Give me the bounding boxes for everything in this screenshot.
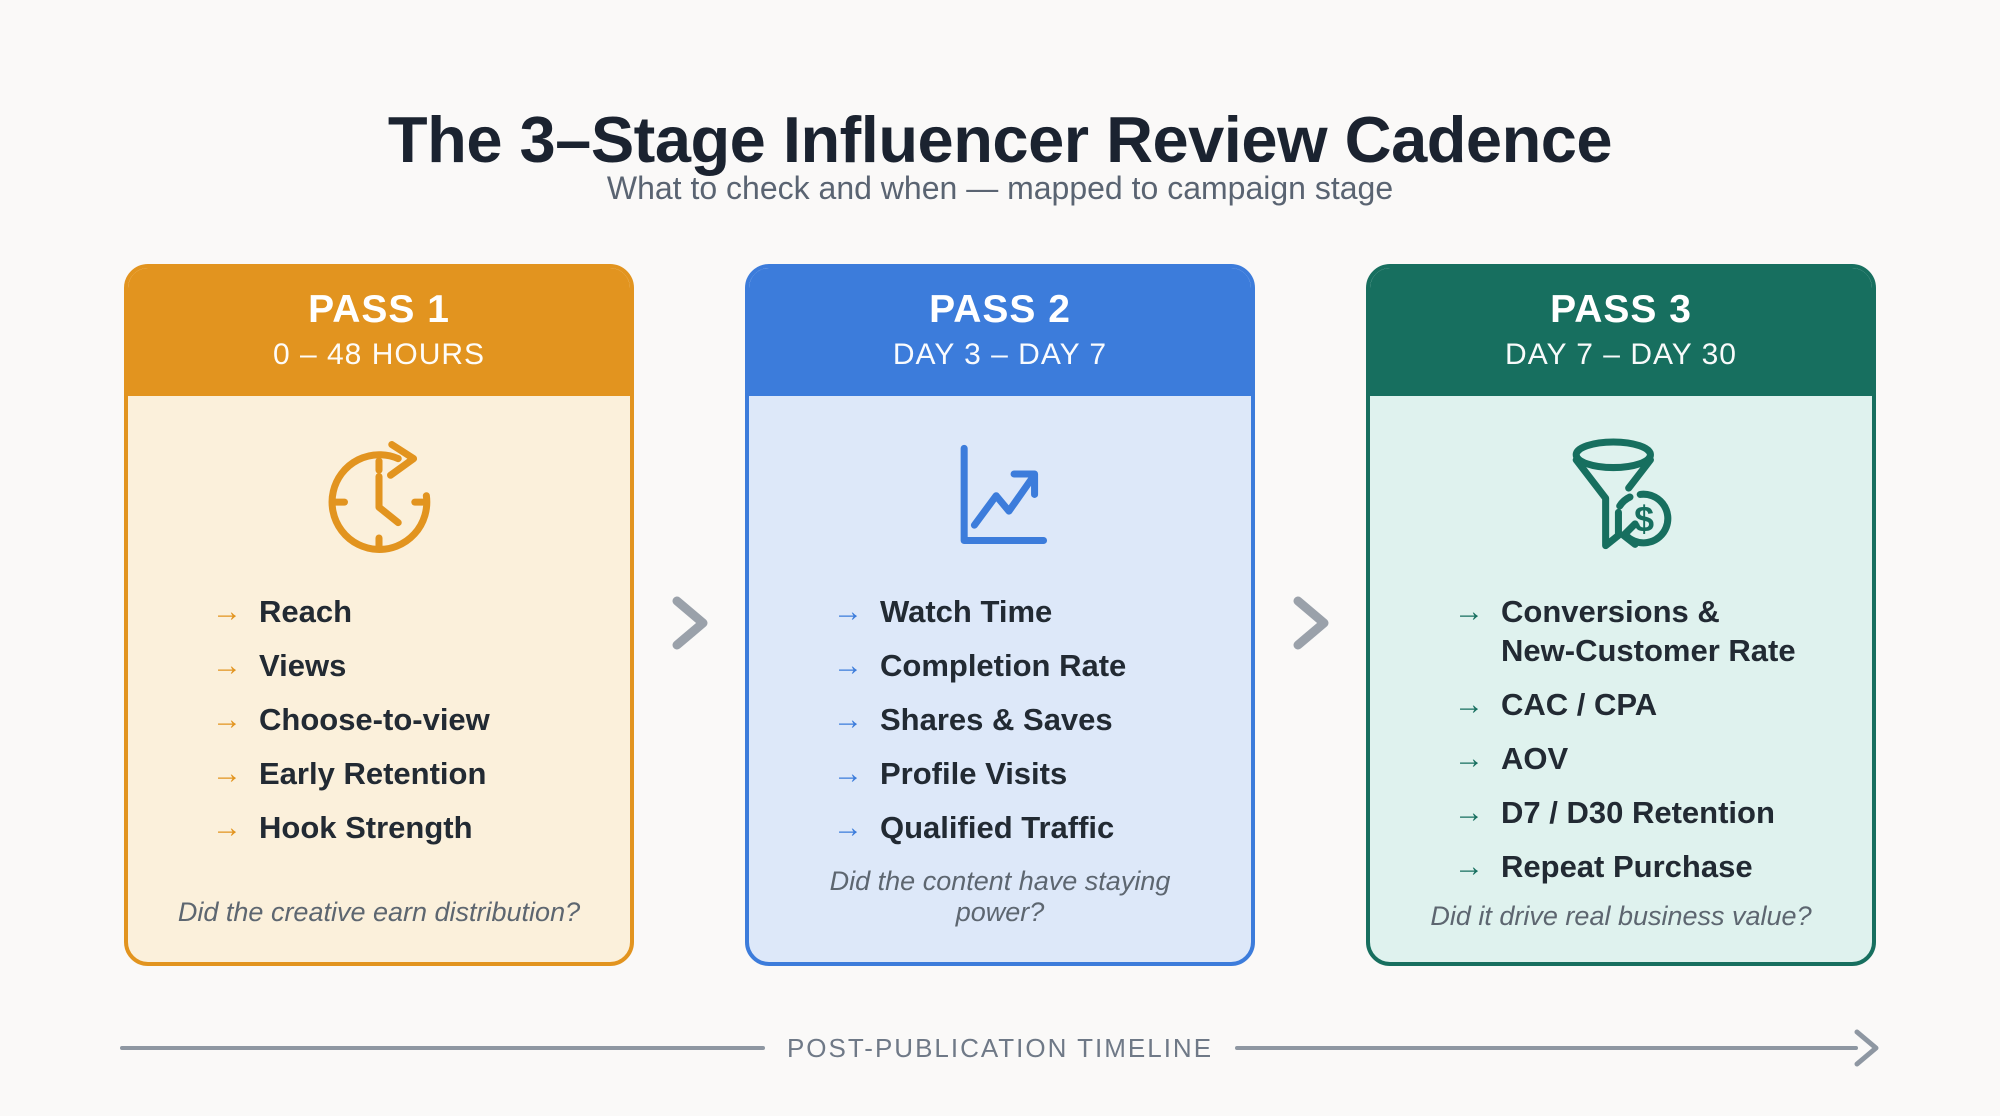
metric-list: → Reach → Views → Choose-to-view → Early Ret… (164, 592, 594, 862)
metric-label: Reach (259, 594, 353, 629)
stage-cards-row: PASS 1 0 – 48 HOURS → Reach (124, 264, 1876, 966)
metric-label: AOV (1501, 741, 1569, 777)
stage-question: Did the content have staying power? (829, 866, 1171, 927)
pass-2-card: PASS 2 DAY 3 – DAY 7 → Watch Time → Comple… (745, 264, 1255, 966)
pass-1-header: PASS 1 0 – 48 HOURS (128, 268, 630, 396)
list-item: → Shares & Saves (833, 700, 1215, 739)
metric-label: Repeat Purchase (1501, 849, 1753, 885)
list-item: → Completion Rate (833, 646, 1215, 685)
arrow-bullet-icon: → (1454, 796, 1484, 830)
metric-label: Views (259, 648, 347, 684)
list-item: → Qualified Traffic (833, 808, 1215, 847)
list-item: → AOV (1454, 739, 1836, 778)
chevron-right-icon (669, 592, 711, 654)
arrow-bullet-icon: → (212, 703, 242, 737)
pass-label: PASS 1 (308, 288, 450, 331)
list-item: → Choose-to-view (212, 700, 594, 739)
arrow-bullet-icon: → (1454, 742, 1484, 776)
metric-label: D7 / D30 Retention (1501, 795, 1775, 831)
arrow-bullet-icon: → (1454, 688, 1484, 722)
list-item: → CAC / CPA (1454, 685, 1836, 724)
metric-label: Choose-to-view (259, 702, 490, 738)
svg-text:$: $ (1634, 500, 1654, 540)
list-item: → Profile Visits (833, 754, 1215, 793)
page-title: The 3–Stage Influencer Review Cadence (387, 102, 1613, 176)
list-item: → Reach (212, 592, 594, 631)
pass-2-header: PASS 2 DAY 3 – DAY 7 (749, 268, 1251, 396)
arrow-bullet-icon: → (1454, 850, 1484, 884)
pass-3-body: $ → Conversions & New-Customer Rate → CAC … (1370, 396, 1872, 962)
arrow-bullet-icon: → (212, 649, 242, 683)
funnel-dollar-icon: $ (1406, 426, 1836, 568)
metric-label: Watch Time (880, 594, 1053, 629)
arrow-bullet-icon: → (212, 757, 242, 791)
list-item: → Hook Strength (212, 808, 594, 847)
metric-label: Completion Rate (880, 648, 1127, 684)
arrow-bullet-icon: → (212, 595, 242, 628)
metric-label: Profile Visits (880, 756, 1068, 792)
arrow-bullet-icon: → (833, 703, 863, 737)
metric-label: Shares & Saves (880, 702, 1113, 738)
metric-label: Conversions & New-Customer Rate (1501, 594, 1796, 669)
timeline-line-right (1235, 1027, 1880, 1069)
list-item: → Early Retention (212, 754, 594, 793)
pass-label: PASS 2 (929, 288, 1071, 331)
arrow-bullet-icon: → (833, 757, 863, 791)
pass-range: DAY 3 – DAY 7 (892, 338, 1108, 371)
arrow-bullet-icon: → (833, 595, 863, 628)
pass-1-body: → Reach → Views → Choose-to-view → Early Ret… (128, 396, 630, 962)
metric-label: Early Retention (259, 756, 487, 792)
list-item: → Repeat Purchase (1454, 847, 1836, 886)
metric-list: → Conversions & New-Customer Rate → CAC / … (1406, 592, 1836, 901)
stage-question: Did the creative earn distribution? (177, 897, 581, 927)
post-publication-timeline: POST-PUBLICATION TIMELINE (120, 1026, 1880, 1070)
list-item: → Watch Time (833, 592, 1215, 631)
arrow-bullet-icon: → (833, 811, 863, 845)
arrow-bullet-icon: → (833, 649, 863, 683)
pass-range: DAY 7 – DAY 30 (1505, 338, 1737, 371)
chevron-right-icon (1290, 592, 1332, 654)
pass-3-card: PASS 3 DAY 7 – DAY 30 $ →Conv (1366, 264, 1876, 966)
timeline-line-left (120, 1046, 765, 1050)
list-item: → Conversions & New-Customer Rate (1454, 592, 1836, 670)
trend-chart-icon (785, 426, 1215, 568)
timeline-label: POST-PUBLICATION TIMELINE (786, 1032, 1214, 1063)
arrow-bullet-icon: → (1454, 595, 1484, 628)
list-item: → Views (212, 646, 594, 685)
stage-question: Did it drive real business value? (1430, 901, 1812, 932)
pass-3-header: PASS 3 DAY 7 – DAY 30 (1370, 268, 1872, 396)
list-item: → D7 / D30 Retention (1454, 793, 1836, 832)
pass-label: PASS 3 (1550, 288, 1692, 331)
clock-refresh-icon (164, 426, 594, 568)
metric-label: Qualified Traffic (880, 810, 1115, 846)
metric-list: → Watch Time → Completion Rate → Shares & S… (785, 592, 1215, 862)
arrow-bullet-icon: → (212, 811, 242, 845)
pass-1-card: PASS 1 0 – 48 HOURS → Reach (124, 264, 634, 966)
page-subtitle: What to check and when — mapped to campa… (606, 170, 1394, 206)
pass-range: 0 – 48 HOURS (272, 338, 486, 371)
metric-label: Hook Strength (259, 810, 473, 846)
timeline-arrowhead-icon (1854, 1029, 1879, 1067)
pass-2-body: → Watch Time → Completion Rate → Shares & S… (749, 396, 1251, 962)
metric-label: CAC / CPA (1501, 687, 1658, 723)
